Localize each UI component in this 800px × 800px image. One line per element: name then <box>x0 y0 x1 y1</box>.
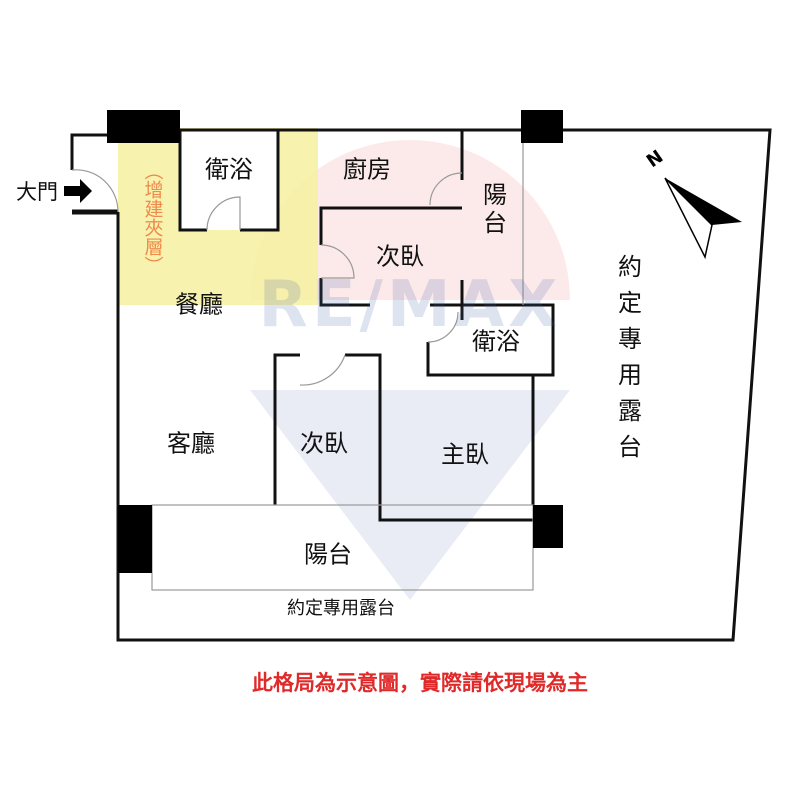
bedroom2-bottom-wall2 <box>345 353 533 522</box>
watermark-balloon-blue <box>250 390 570 600</box>
pillar <box>521 110 563 143</box>
north-arrow-icon: N <box>643 146 742 260</box>
pillar <box>118 505 152 573</box>
entrance-label: 大門 <box>16 180 58 204</box>
pillar <box>107 110 180 143</box>
mezzanine-label: （增建夾層） <box>141 161 164 275</box>
svg-text:N: N <box>643 146 667 172</box>
bedroom2-top-label: 次臥 <box>376 242 424 271</box>
watermark-balloon-red <box>250 140 570 300</box>
master-bedroom-label: 主臥 <box>441 440 489 469</box>
balcony-top-label: 陽台 <box>478 182 507 238</box>
right-outer-wall <box>116 128 772 642</box>
door-arc-entry <box>71 169 119 213</box>
terrace-right-label: 約定專用露台 <box>613 254 642 470</box>
bath1-wall <box>178 130 207 232</box>
living-label: 客廳 <box>167 429 215 458</box>
entry-wall <box>70 133 107 170</box>
bath2-wall <box>426 303 555 377</box>
door-arc-bedroom2 <box>320 244 355 279</box>
door-arc-bath2 <box>427 311 459 343</box>
bedroom2-top-wall <box>319 206 462 245</box>
pillar <box>533 505 563 548</box>
bedroom2-bottom-label: 次臥 <box>300 429 348 458</box>
balcony-bottom-label: 陽台 <box>304 540 352 569</box>
bath2-label: 衛浴 <box>472 327 520 356</box>
dining-label: 餐廳 <box>175 290 223 319</box>
bedroom2-bottom-wall <box>273 353 300 505</box>
kitchen-label: 廚房 <box>343 155 391 184</box>
terrace-bottom-label: 約定專用露台 <box>287 598 395 619</box>
disclaimer-notice: 此格局為示意圖，實際請依現場為主 <box>252 671 588 695</box>
entry-arrow-icon <box>64 179 92 203</box>
bedroom2-top-wall-bottom <box>319 278 370 307</box>
bath1-label: 衛浴 <box>205 155 253 184</box>
door-arc-bath1 <box>206 196 241 231</box>
bath1-wall-right <box>240 130 280 232</box>
door-arc-balcony <box>429 172 463 206</box>
bath1-floor <box>180 130 278 230</box>
watermark-logo: RE/MAX <box>258 268 562 342</box>
door-arc-bedroom2b <box>299 354 346 386</box>
